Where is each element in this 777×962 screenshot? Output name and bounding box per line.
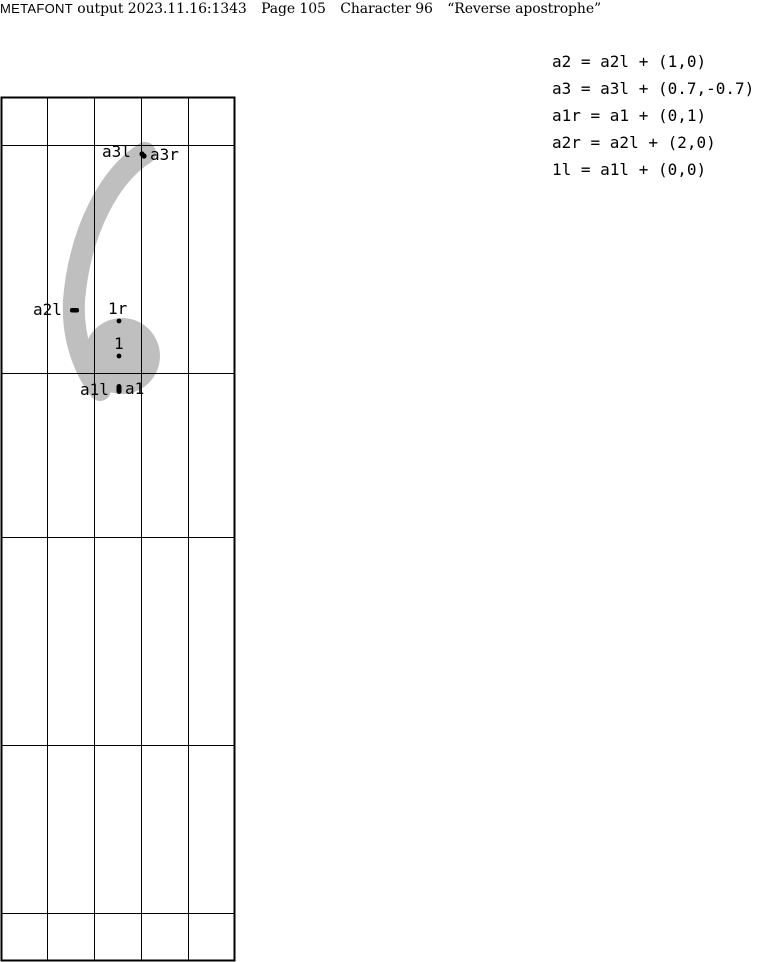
- label-a1: a1: [125, 379, 144, 398]
- label-1: 1: [114, 334, 124, 353]
- equation-line: a3 = a3l + (0.7,-0.7): [552, 79, 755, 98]
- label-a2l: a2l: [33, 300, 62, 319]
- point-a2l-dot: [70, 308, 79, 313]
- equation-line: a2r = a2l + (2,0): [552, 133, 716, 152]
- equation-line: a1r = a1 + (0,1): [552, 106, 707, 125]
- run-info: output 2023.11.16:1343: [77, 1, 247, 17]
- point-a1-dot: [116, 384, 122, 394]
- label-a3l: a3l: [102, 142, 131, 161]
- equation-list: a2 = a2l + (1,0) a3 = a3l + (0.7,-0.7) a…: [552, 48, 754, 183]
- point-1-dot: [116, 353, 122, 359]
- point-1r-dot: [116, 318, 122, 324]
- page-header: METAFONT output 2023.11.16:1343 Page 105…: [0, 0, 601, 18]
- equation-line: a2 = a2l + (1,0): [552, 52, 707, 71]
- grid-frame: [0, 96, 236, 962]
- proof-grid: [0, 96, 236, 962]
- label-a3r: a3r: [150, 145, 179, 164]
- control-points: [70, 151, 147, 394]
- label-a1l: a1l: [80, 380, 109, 399]
- point-labels: a3l a3r a2l 1r 1 a1l a1: [33, 142, 179, 399]
- point-a3r-dot: [141, 153, 147, 159]
- program-name: METAFONT: [0, 1, 73, 16]
- character-code: Character 96: [340, 1, 433, 17]
- label-1r: 1r: [108, 299, 128, 318]
- equation-line: 1l = a1l + (0,0): [552, 160, 707, 179]
- glyph-shape: [62, 142, 160, 401]
- character-name: “Reverse apostrophe”: [447, 1, 602, 17]
- page-number: Page 105: [261, 1, 326, 17]
